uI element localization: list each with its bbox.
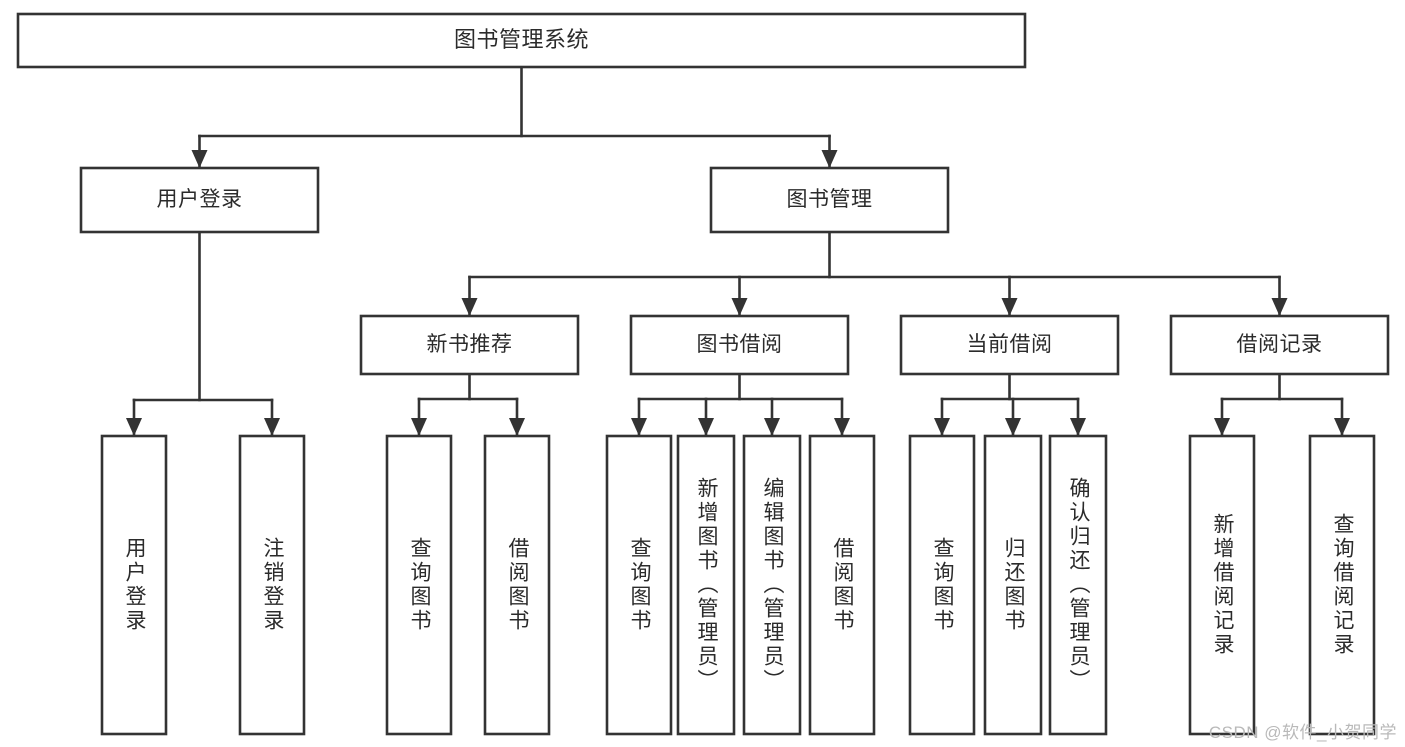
arrow-head-l1_1-0 [461,298,478,316]
node-box-leaf_6[interactable] [742,434,802,736]
arrow-head-l2_3-0 [1214,418,1230,436]
arrow-head-l2_1-2 [764,418,780,436]
edges-layer [126,65,1350,438]
node-box-root[interactable] [16,12,1027,69]
boxes-layer [16,12,1390,736]
node-box-leaf_8[interactable] [908,434,976,736]
node-box-l2_1[interactable] [629,314,850,376]
node-box-leaf_4[interactable] [605,434,673,736]
arrow-head-l2_2-1 [1005,418,1021,436]
node-box-leaf_7[interactable] [808,434,876,736]
arrow-head-l1_1-3 [1271,298,1288,316]
arrow-head-l1_0-0 [126,418,142,436]
arrow-head-l2_0-1 [509,418,525,436]
arrow-head-l2_1-1 [698,418,714,436]
arrow-head-l1_1-1 [731,298,748,316]
arrow-head-l2_1-0 [631,418,647,436]
arrow-head-l2_0-0 [411,418,427,436]
arrow-head-l1_0-1 [264,418,280,436]
node-box-leaf_3[interactable] [483,434,551,736]
node-box-l2_3[interactable] [1169,314,1390,376]
node-box-leaf_9[interactable] [983,434,1043,736]
node-box-l2_0[interactable] [359,314,580,376]
arrow-head-root-1 [821,150,838,168]
arrow-head-l2_1-3 [834,418,850,436]
node-box-leaf_11[interactable] [1188,434,1256,736]
node-box-l1_0[interactable] [79,166,320,234]
node-box-l2_2[interactable] [899,314,1120,376]
arrow-head-root-0 [191,150,208,168]
node-box-leaf_0[interactable] [100,434,168,736]
node-box-leaf_12[interactable] [1308,434,1376,736]
arrow-head-l2_2-2 [1070,418,1086,436]
node-box-leaf_10[interactable] [1048,434,1108,736]
node-box-leaf_2[interactable] [385,434,453,736]
arrow-head-l2_3-1 [1334,418,1350,436]
node-box-leaf_1[interactable] [238,434,306,736]
node-box-l1_1[interactable] [709,166,950,234]
arrow-head-l1_1-2 [1001,298,1018,316]
arrow-head-l2_2-0 [934,418,950,436]
node-box-leaf_5[interactable] [676,434,736,736]
